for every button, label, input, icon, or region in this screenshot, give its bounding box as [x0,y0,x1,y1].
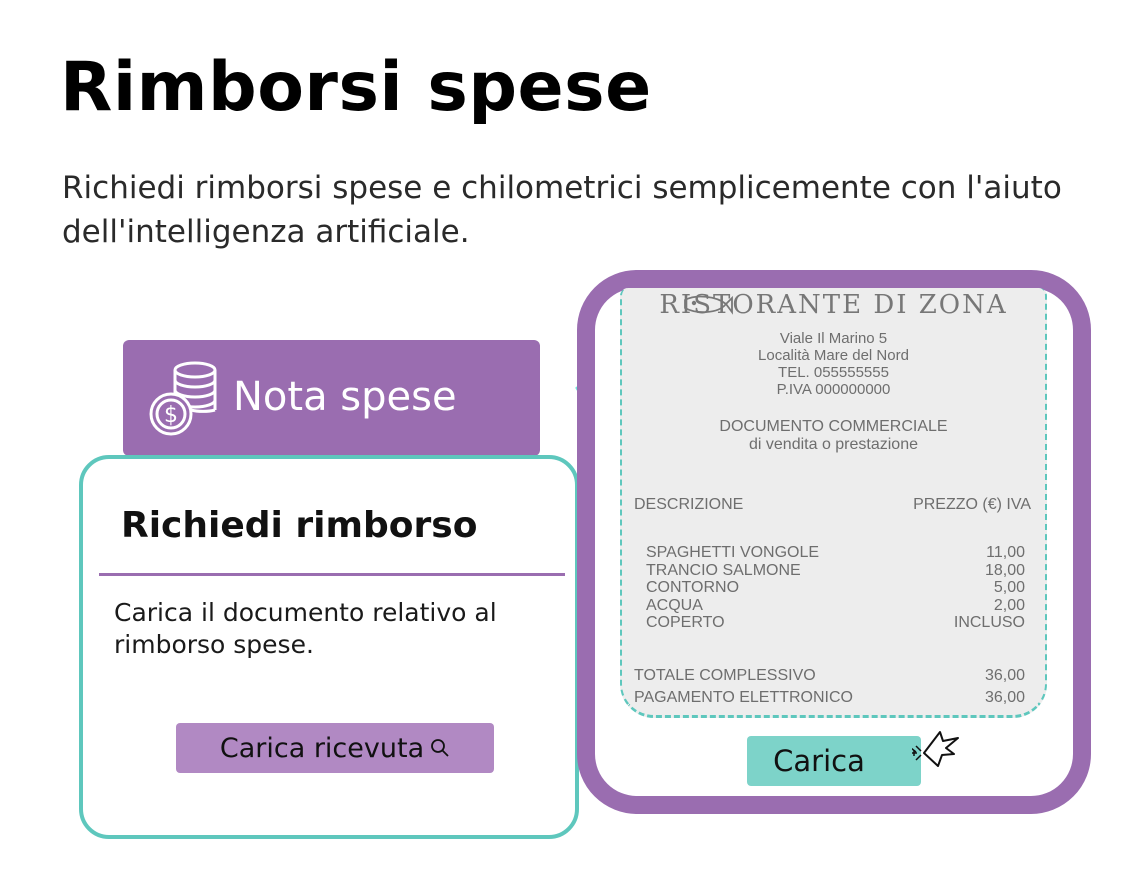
receipt-header: RISTORANTE DI ZONA [659,290,1008,320]
col-prezzo: PREZZO (€) IVA [913,496,1031,513]
card-description: Carica il documento relativo al rimborso… [114,598,497,659]
page-subtitle: Richiedi rimborsi spese e chilometrici s… [62,170,1062,250]
page-title: Rimborsi spese [60,48,652,127]
carica-ricevuta-label: Carica ricevuta [219,732,425,764]
carica-label: Carica [773,744,865,778]
receipt-doc-title: DOCUMENTO COMMERCIALE di vendita o prest… [719,418,948,453]
carica-button[interactable]: Carica [747,736,921,786]
carica-ricevuta-button[interactable]: Carica ricevuta [176,723,494,773]
receipt-address: Viale Il Marino 5 Località Mare del Nord… [758,330,909,398]
coins-dollar-icon: $ [149,361,217,436]
pointer-cursor-icon [912,731,959,767]
fish-icon [684,295,733,315]
magnifier-icon [431,739,449,757]
nota-spese-label: Nota spese [233,374,457,420]
nota-spese-dropdown[interactable]: $ Nota spese [123,340,607,456]
receipt-columns: DESCRIZIONE PREZZO (€) IVA [634,496,1031,514]
divider [99,573,565,576]
richiedi-rimborso-card: Richiedi rimborso Carica il documento re… [79,455,579,839]
receipt-preview: RISTORANTE DI ZONA Viale Il Marino 5 Loc… [620,288,1047,718]
svg-text:$: $ [164,403,178,428]
card-title: Richiedi rimborso [121,505,478,546]
col-descrizione: DESCRIZIONE [634,496,744,513]
